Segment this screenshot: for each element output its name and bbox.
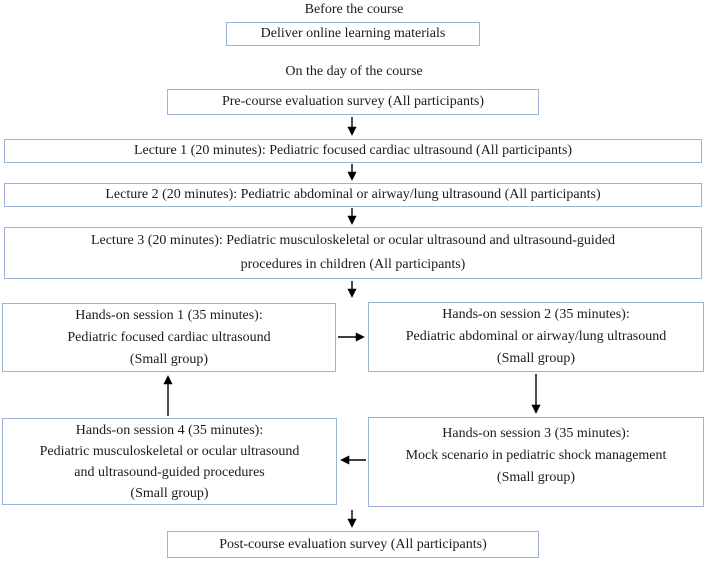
box-session-4-line4: (Small group) <box>130 485 209 501</box>
box-session-4-line3: and ultrasound-guided procedures <box>74 464 265 480</box>
box-deliver-materials: Deliver online learning materials <box>226 22 480 46</box>
heading-day-of-course: On the day of the course <box>285 64 423 79</box>
box-lecture-3: Lecture 3 (20 minutes): Pediatric muscul… <box>4 227 702 279</box>
box-hands-on-session-3: Hands-on session 3 (35 minutes): Mock sc… <box>368 417 704 507</box>
box-session-2-line2: Pediatric abdominal or airway/lung ultra… <box>405 329 667 344</box>
box-session-2-line3: (Small group) <box>496 351 576 366</box>
box-session-1-line3: (Small group) <box>129 351 209 367</box>
box-pre-course-survey-label: Pre-course evaluation survey (All partic… <box>221 94 485 109</box>
box-lecture-1-label: Lecture 1 (20 minutes): Pediatric focuse… <box>133 143 573 158</box>
box-pre-course-survey: Pre-course evaluation survey (All partic… <box>167 89 539 115</box>
box-hands-on-session-2: Hands-on session 2 (35 minutes): Pediatr… <box>368 302 704 372</box>
box-deliver-materials-label: Deliver online learning materials <box>260 26 446 41</box>
heading-before-course: Before the course <box>304 2 404 17</box>
box-session-3-line2: Mock scenario in pediatric shock managem… <box>405 448 667 463</box>
box-lecture-2: Lecture 2 (20 minutes): Pediatric abdomi… <box>4 183 702 207</box>
box-session-3-line3: (Small group) <box>496 470 576 485</box>
box-lecture-1: Lecture 1 (20 minutes): Pediatric focuse… <box>4 139 702 163</box>
box-lecture-2-label: Lecture 2 (20 minutes): Pediatric abdomi… <box>105 187 601 202</box>
box-hands-on-session-1: Hands-on session 1 (35 minutes): Pediatr… <box>2 303 336 372</box>
box-session-2-line1: Hands-on session 2 (35 minutes): <box>442 307 630 322</box>
box-session-1-line1: Hands-on session 1 (35 minutes): <box>75 307 263 323</box>
box-post-course-survey: Post-course evaluation survey (All parti… <box>167 531 539 558</box>
box-hands-on-session-4: Hands-on session 4 (35 minutes): Pediatr… <box>2 418 337 505</box>
box-lecture-3-line1: Lecture 3 (20 minutes): Pediatric muscul… <box>90 233 616 248</box>
box-session-1-line2: Pediatric focused cardiac ultrasound <box>67 329 271 345</box>
box-lecture-3-line2: procedures in children (All participants… <box>240 257 466 272</box>
box-session-4-line1: Hands-on session 4 (35 minutes): <box>75 422 264 438</box>
box-session-4-line2: Pediatric musculoskeletal or ocular ultr… <box>39 443 300 459</box>
box-post-course-survey-label: Post-course evaluation survey (All parti… <box>219 536 487 552</box>
box-session-3-line1: Hands-on session 3 (35 minutes): <box>442 426 630 441</box>
